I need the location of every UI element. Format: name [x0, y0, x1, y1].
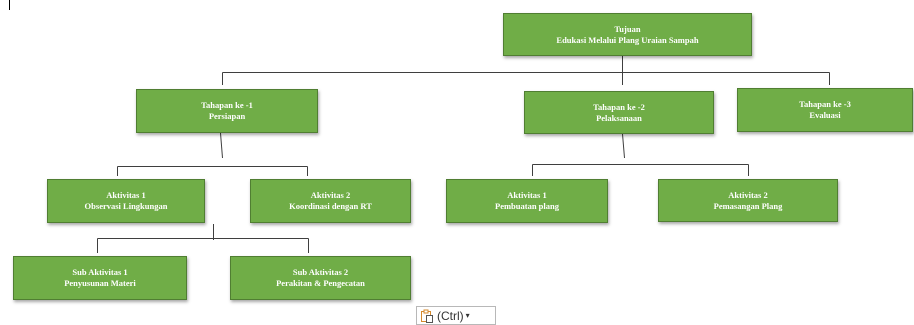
activity-2-coordination-node: Aktivitas 2 Koordinasi dengan RT — [250, 179, 411, 223]
activity-1-observation-node: Aktivitas 1 Observasi Lingkungan — [47, 179, 205, 223]
activity-1-observation-line-2: Observasi Lingkungan — [84, 201, 168, 211]
clipboard-paste-icon — [420, 309, 434, 323]
stage-1-line-2: Persiapan — [208, 111, 246, 121]
activity-2-coordination-line-1: Aktivitas 2 — [310, 190, 351, 200]
sub-activity-2-node: Sub Aktivitas 2 Perakitan & Pengecatan — [230, 256, 411, 300]
paste-options-label: (Ctrl) — [437, 308, 464, 323]
activity-1-sign-making-line-1: Aktivitas 1 — [507, 190, 547, 200]
connector-stage1-stem — [220, 132, 223, 159]
sub-activity-1-line-1: Sub Aktivitas 1 — [72, 267, 128, 277]
stage-2-line-1: Tahapan ke -2 — [593, 101, 645, 112]
stage-3-line-1: Tahapan ke -3 — [799, 99, 851, 109]
sub-activity-2-line-2: Perakitan & Pengecatan — [276, 278, 365, 288]
caret-down-icon: ▾ — [465, 311, 470, 320]
text-cursor — [9, 0, 10, 10]
activity-1-observation-line-1: Aktivitas 1 — [106, 190, 146, 200]
sub-activity-1-node: Sub Aktivitas 1 Penyusunan Materi — [13, 256, 187, 300]
stage-1-node: Tahapan ke -1 Persiapan — [136, 89, 318, 133]
goal-node-line-1: Tujuan — [614, 23, 641, 34]
activity-2-sign-installation-line-1: Aktivitas 2 — [728, 189, 768, 200]
sub-activity-2-line-1: Sub Aktivitas 2 — [292, 267, 349, 277]
activity-2-coordination-line-2: Koordinasi dengan RT — [289, 201, 372, 211]
activity-2-sign-installation-node: Aktivitas 2 Pemasangan Plang — [658, 179, 838, 222]
goal-node: Tujuan Edukasi Melalui Plang Uraian Samp… — [503, 13, 752, 56]
stage-3-line-2: Evaluasi — [809, 110, 841, 120]
sub-activity-1-line-2: Penyusunan Materi — [64, 278, 136, 288]
activity-1-sign-making-node: Aktivitas 1 Pembuatan plang — [446, 179, 608, 223]
activity-2-sign-installation-line-2: Pemasangan Plang — [713, 200, 783, 211]
goal-node-line-2: Edukasi Melalui Plang Uraian Sampah — [556, 34, 699, 45]
activity-1-sign-making-line-2: Pembuatan plang — [495, 201, 559, 211]
connector-stage2-stem — [622, 133, 625, 159]
stage-2-line-2: Pelaksanaan — [596, 112, 642, 123]
stage-2-node: Tahapan ke -2 Pelaksanaan — [524, 91, 714, 134]
stage-3-node: Tahapan ke -3 Evaluasi — [737, 88, 913, 132]
stage-1-line-1: Tahapan ke -1 — [201, 100, 253, 110]
paste-options-button[interactable]: (Ctrl) ▾ — [416, 306, 496, 325]
